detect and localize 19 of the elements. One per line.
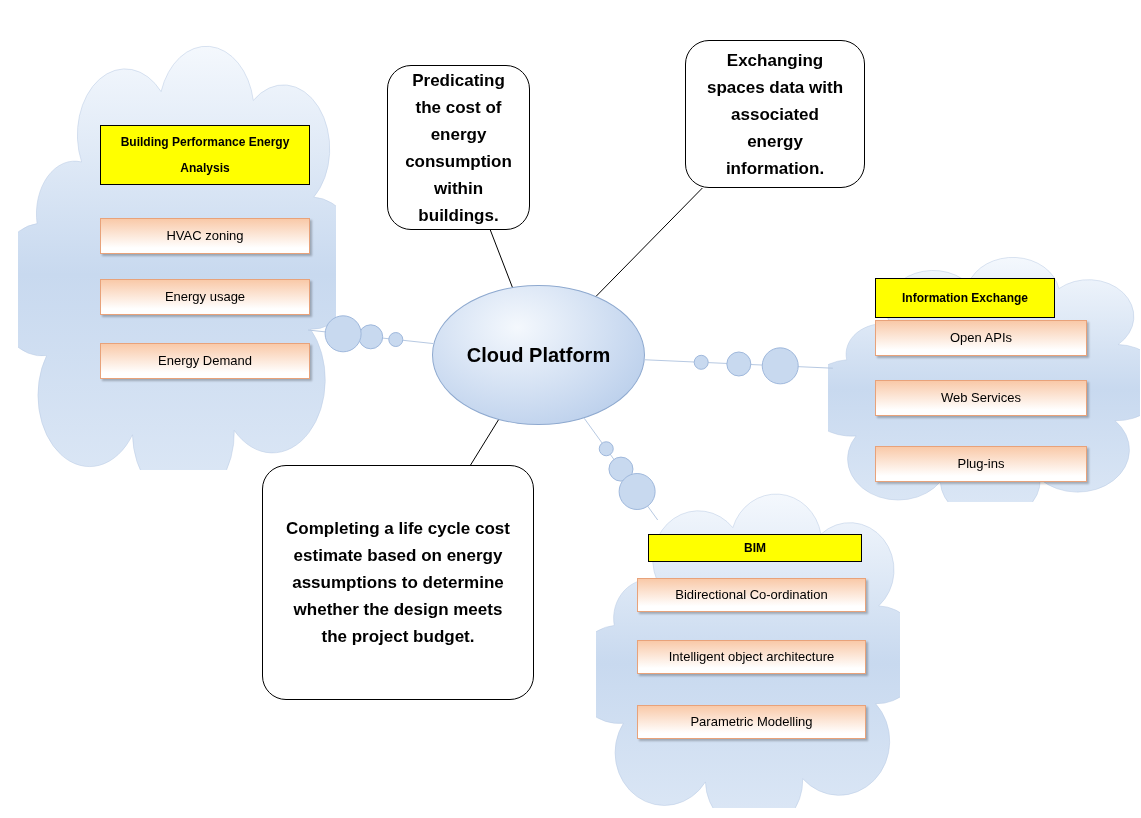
feature-box: Parametric Modelling <box>637 705 866 739</box>
feature-box: Intelligent object architecture <box>637 640 866 674</box>
feature-box: Energy usage <box>100 279 310 315</box>
thought-bubble-chain <box>307 315 434 353</box>
thought-bubble-chain <box>583 417 659 521</box>
feature-box: Bidirectional Co-ordination <box>637 578 866 612</box>
feature-box: Open APIs <box>875 320 1087 356</box>
speech-bubble: Completing a life cycle cost estimate based on energy assumptions to determine whether the design meets the project budget. <box>262 465 534 700</box>
feature-box: Plug-ins <box>875 446 1087 482</box>
platform-label: Cloud Platform <box>466 343 611 368</box>
speech-bubble: Predicating the cost of energy consumption within buildings. <box>387 65 530 230</box>
thought-bubble-chain <box>644 347 834 385</box>
section-header: Information Exchange <box>875 278 1055 318</box>
section-header: Building Performance Energy Analysis <box>100 125 310 185</box>
feature-box: Energy Demand <box>100 343 310 379</box>
feature-box: HVAC zoning <box>100 218 310 254</box>
speech-bubble: Exchanging spaces data with associated energy information. <box>685 40 865 188</box>
section-header: BIM <box>648 534 862 562</box>
feature-box: Web Services <box>875 380 1087 416</box>
